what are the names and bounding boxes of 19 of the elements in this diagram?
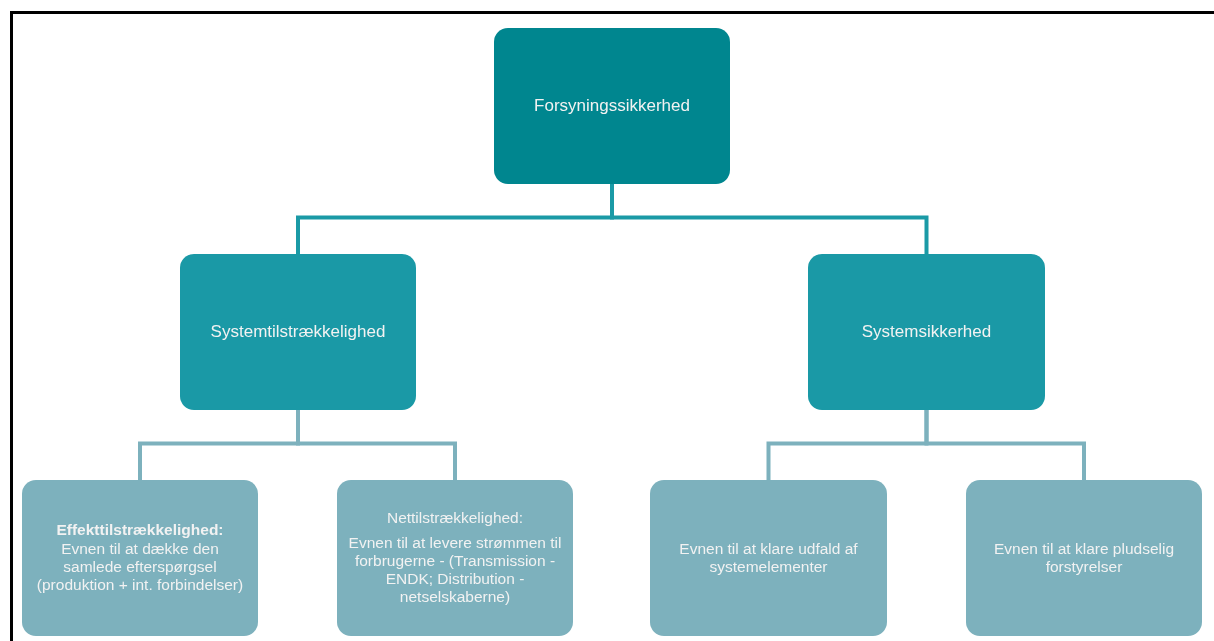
- rounded-box: [808, 254, 1045, 410]
- box-text: Evnen til at klare udfald af systemelementer: [678, 539, 859, 577]
- rounded-box: [494, 28, 730, 184]
- rounded-box: [966, 480, 1202, 636]
- box-text: Evnen til at levere strømmen til forbrugerne - (Transmission - ENDK; Distribution - netselskaberne): [347, 533, 563, 607]
- box-heading: Nettilstrækkelighed:: [386, 509, 524, 528]
- box-heading: Effekttilstrækkelighed:: [56, 521, 224, 540]
- box-text: Systemsikkerhed: [861, 321, 992, 342]
- rounded-box: [337, 480, 573, 636]
- box-text: Systemtilstrækkelighed: [210, 321, 386, 342]
- box-text: Evnen til at dække den samlede efterspørgsel (produktion + int. forbindelser): [35, 539, 245, 595]
- box-text: Evnen til at klare pludselig forstyrelser: [992, 539, 1176, 577]
- rounded-box: [180, 254, 416, 410]
- connector-line: [610, 184, 929, 254]
- connector-line: [296, 410, 457, 480]
- rounded-box: [22, 480, 258, 636]
- box-text: Forsyningssikkerhed: [534, 95, 690, 116]
- connector-line: [924, 410, 1086, 480]
- rounded-box: [650, 480, 887, 636]
